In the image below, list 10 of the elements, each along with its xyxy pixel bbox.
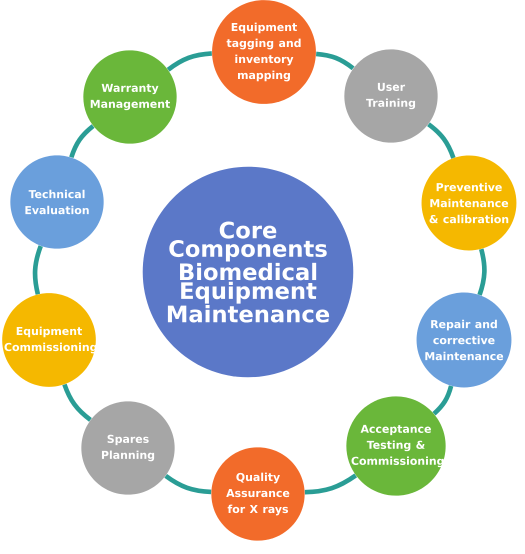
ring-arc bbox=[427, 122, 456, 159]
ring-arc bbox=[32, 245, 43, 295]
ring-arc bbox=[164, 474, 212, 494]
ring-arc bbox=[316, 52, 354, 70]
ring-arc bbox=[69, 124, 95, 158]
ring-arc bbox=[166, 51, 212, 72]
ring-arc bbox=[304, 474, 358, 495]
ring-arc bbox=[477, 248, 487, 296]
ring-arc bbox=[432, 385, 454, 416]
ring-arc bbox=[62, 384, 92, 422]
